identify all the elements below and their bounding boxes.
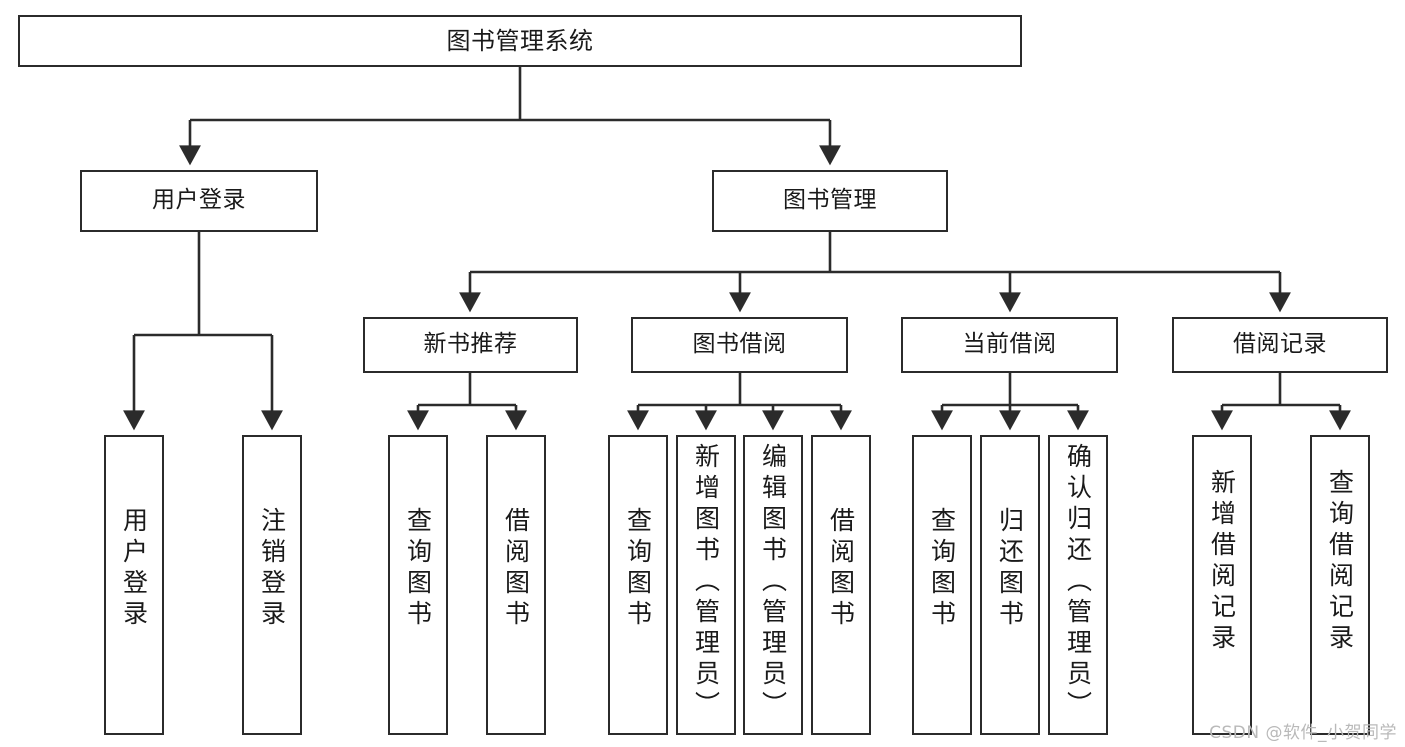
node-root-system[interactable]: 图书管理系统 [18,15,1022,67]
node-label: 图书借阅 [692,331,787,358]
node-label: 查询图书 [403,507,433,631]
leaf-add-book[interactable]: 新增图书（管理员） [676,435,736,735]
node-label: 新增图书（管理员） [691,443,721,722]
leaf-edit-book[interactable]: 编辑图书（管理员） [743,435,803,735]
node-label: 用户登录 [152,187,246,214]
node-label: 借阅图书 [501,507,531,631]
leaf-query-book-2[interactable]: 查询图书 [608,435,668,735]
node-new-book-recommend[interactable]: 新书推荐 [363,317,578,373]
leaf-confirm-return[interactable]: 确认归还（管理员） [1048,435,1108,735]
node-label: 图书管理 [783,187,877,214]
node-label: 当前借阅 [962,331,1057,358]
leaf-borrow-book-1[interactable]: 借阅图书 [486,435,546,735]
leaf-add-record[interactable]: 新增借阅记录 [1192,435,1252,735]
leaf-return-book[interactable]: 归还图书 [980,435,1040,735]
leaf-query-record[interactable]: 查询借阅记录 [1310,435,1370,735]
node-label: 借阅图书 [826,507,856,631]
node-book-manage[interactable]: 图书管理 [712,170,948,232]
node-label: 确认归还（管理员） [1063,443,1093,722]
leaf-user-login[interactable]: 用户登录 [104,435,164,735]
leaf-query-book-1[interactable]: 查询图书 [388,435,448,735]
node-label: 图书管理系统 [446,26,594,55]
leaf-query-book-3[interactable]: 查询图书 [912,435,972,735]
node-user-login[interactable]: 用户登录 [80,170,318,232]
node-label: 查询图书 [927,507,957,631]
node-label: 归还图书 [995,507,1025,631]
node-current-borrow[interactable]: 当前借阅 [901,317,1118,373]
node-label: 新增借阅记录 [1207,469,1237,655]
node-label: 编辑图书（管理员） [758,443,788,722]
leaf-borrow-book-2[interactable]: 借阅图书 [811,435,871,735]
node-label: 新书推荐 [423,331,518,358]
node-borrow-record[interactable]: 借阅记录 [1172,317,1388,373]
leaf-logout-login[interactable]: 注销登录 [242,435,302,735]
node-label: 注销登录 [257,507,287,631]
node-label: 借阅记录 [1233,331,1327,358]
node-label: 查询借阅记录 [1325,469,1355,655]
node-label: 查询图书 [623,507,653,631]
node-book-borrow[interactable]: 图书借阅 [631,317,848,373]
node-label: 用户登录 [119,507,149,631]
